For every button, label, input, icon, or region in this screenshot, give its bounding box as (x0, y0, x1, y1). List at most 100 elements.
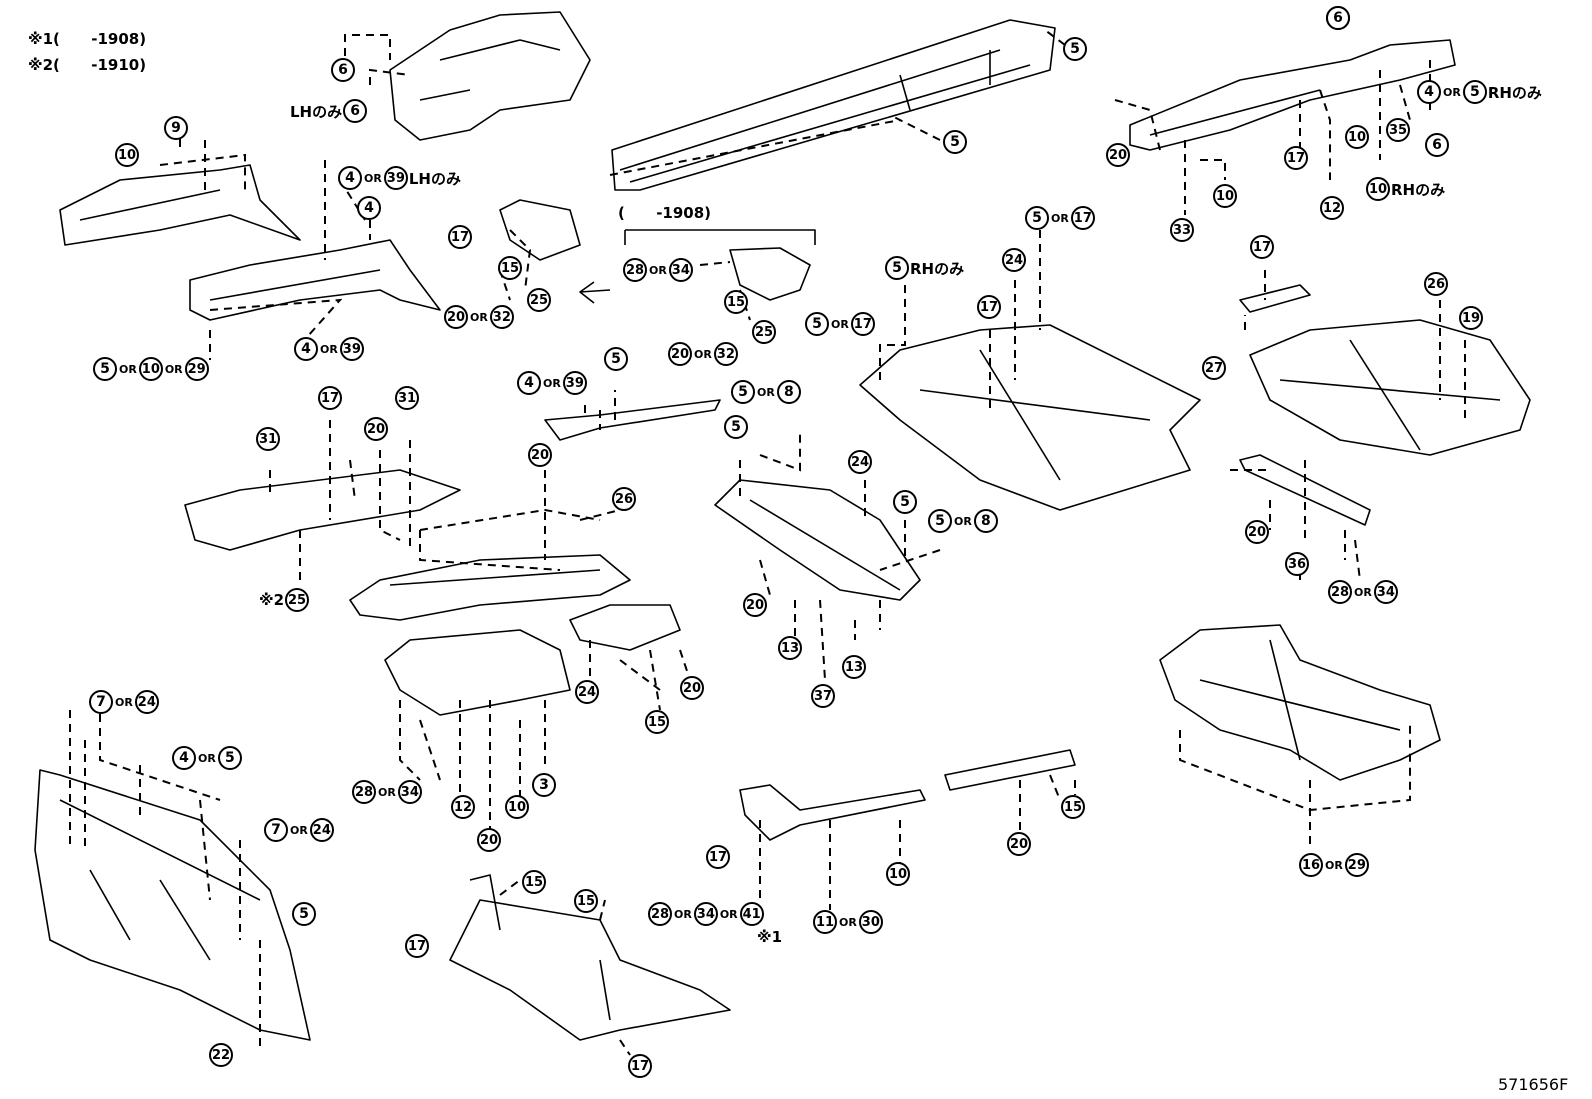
callout-l30: 33 (1170, 218, 1194, 242)
callout-l41: 5 (604, 347, 628, 371)
part-number-circle: 4 (357, 196, 381, 220)
part-number-circle: 29 (184, 357, 209, 381)
part-number-circle: 5 (93, 357, 117, 381)
part-number-circle: 35 (1386, 118, 1410, 142)
part-number-circle: 8 (973, 509, 998, 533)
callout-l22: 20 (1106, 143, 1130, 167)
callout-l25: 35 (1386, 118, 1410, 142)
part-number-circle: 34 (693, 902, 718, 926)
callout-prefix: ※2 (259, 591, 285, 609)
part-number-circle: 19 (1459, 306, 1483, 330)
part-number-circle: 7 (264, 818, 288, 842)
callout-l44: 24 (848, 450, 872, 474)
part-number-circle: 5 (1025, 206, 1049, 230)
tunnel-brace-part (384, 629, 571, 716)
or-separator: OR (378, 785, 396, 799)
or-separator: OR (649, 263, 667, 277)
part-number-circle: 5 (893, 490, 917, 514)
part-number-circle: 4 (338, 166, 362, 190)
part-number-circle: 37 (811, 684, 835, 708)
note-1: ※1( -1908) (28, 30, 147, 48)
callout-suffix: RHのみ (1487, 83, 1542, 102)
part-number-circle: 15 (724, 290, 748, 314)
callout-l14: 25 (527, 288, 551, 312)
part-number-circle: 5 (731, 380, 755, 404)
or-separator: OR (115, 695, 133, 709)
part-number-circle: 24 (309, 818, 334, 842)
part-number-circle: 11 (813, 910, 837, 934)
callout-l67: 12 (451, 795, 475, 819)
part-number-circle: 28 (1328, 580, 1352, 604)
or-separator: OR (119, 362, 137, 376)
callout-l43: 5 (724, 415, 748, 439)
bracket-part (499, 199, 581, 261)
part-number-circle: 4 (294, 337, 318, 361)
part-number-circle: 20 (680, 676, 704, 700)
or-separator: OR (1325, 858, 1343, 872)
part-number-circle: 34 (668, 258, 693, 282)
or-separator: OR (831, 317, 849, 331)
part-number-circle: 17 (405, 934, 429, 958)
callout-l18: 25 (752, 320, 776, 344)
part-number-circle: 32 (713, 342, 738, 366)
small-bracket-part (1239, 284, 1311, 313)
part-number-circle: 31 (256, 427, 280, 451)
callout-suffix: LHのみ (408, 169, 461, 188)
callout-l56: 37 (811, 684, 835, 708)
callout-l84: 15 (1061, 795, 1085, 819)
callout-prefix: LHのみ (290, 102, 343, 121)
or-separator: OR (757, 385, 775, 399)
callout-l78: 17 (628, 1054, 652, 1078)
part-number-circle: 5 (928, 509, 952, 533)
part-number-circle: 5 (885, 256, 909, 280)
part-number-circle: 33 (1170, 218, 1194, 242)
or-separator: OR (290, 823, 308, 837)
callout-l50: 31 (395, 386, 419, 410)
part-number-circle: 17 (977, 295, 1001, 319)
or-separator: OR (164, 362, 183, 376)
callout-l6: 9 (164, 116, 188, 140)
part-number-circle: 17 (850, 312, 875, 336)
callout-l39: 19 (1459, 306, 1483, 330)
callout-l72: 5 (292, 902, 316, 926)
part-number-circle: 36 (1285, 552, 1309, 576)
part-number-circle: 34 (1373, 580, 1398, 604)
or-separator: OR (839, 915, 857, 929)
callout-l29: 12 (1320, 196, 1344, 220)
callout-l76: 17 (405, 934, 429, 958)
part-number-circle: 20 (668, 342, 692, 366)
part-number-circle: 24 (1002, 248, 1026, 272)
part-number-circle: 24 (848, 450, 872, 474)
side-rail-part (611, 19, 1056, 191)
callout-l63: 15 (645, 710, 669, 734)
callout-prefix: ※1 (757, 928, 783, 946)
or-separator: OR (320, 342, 338, 356)
or-separator: OR (1051, 211, 1069, 225)
part-number-circle: 15 (645, 710, 669, 734)
callout-l12: 17 (448, 225, 472, 249)
part-number-circle: 20 (364, 417, 388, 441)
part-number-circle: 39 (339, 337, 364, 361)
part-number-circle: 15 (1061, 795, 1085, 819)
callout-l20: 6 (1326, 6, 1350, 30)
part-number-circle: 17 (1070, 206, 1095, 230)
part-number-circle: 8 (776, 380, 801, 404)
front-crossmember-part (449, 899, 731, 1041)
